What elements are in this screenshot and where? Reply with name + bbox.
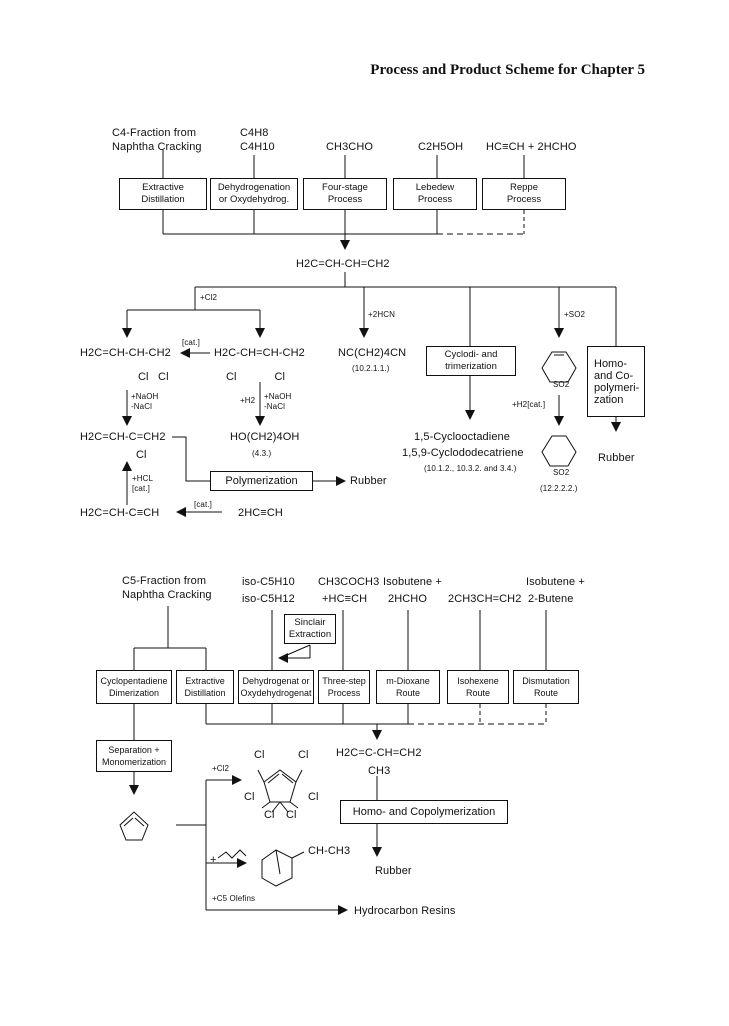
box-dehydrogenation: Dehydrogenation or Oxydehydrog. bbox=[210, 178, 298, 210]
sulfolane-ref: (12.2.2.2.) bbox=[540, 484, 578, 493]
dichloro-14: H2C-CH=CH-CH2 bbox=[214, 347, 305, 359]
adiponitrile-ref: (10.2.1.1.) bbox=[352, 364, 390, 373]
box-cyclodi-trimerization: Cyclodi- and trimerization bbox=[426, 346, 516, 376]
box-extractive-distillation: Extractive Distillation bbox=[119, 178, 207, 210]
chloroprene-cl: Cl bbox=[136, 449, 147, 461]
rubber-chloroprene: Rubber bbox=[350, 475, 387, 487]
hexachloro-cl-4: Cl bbox=[308, 791, 319, 803]
source-c4h10: C4H10 bbox=[240, 141, 275, 153]
reagent-h2: +H2 bbox=[240, 396, 256, 405]
box-dismutation: Dismutation Route bbox=[513, 670, 579, 704]
reagent-cl2-c5: +Cl2 bbox=[212, 764, 230, 773]
rubber-homo: Rubber bbox=[598, 452, 635, 464]
source-acetylene: +HC≡CH bbox=[322, 593, 368, 605]
butanediol-ref: (4.3.) bbox=[252, 449, 272, 458]
hydrocarbon-resins: Hydrocarbon Resins bbox=[354, 905, 456, 917]
rubber-isoprene: Rubber bbox=[375, 865, 412, 877]
sulfolane-so2: SO2 bbox=[553, 468, 570, 477]
sulfolene-so2: SO2 bbox=[553, 380, 570, 389]
reagent-cat-2: [cat.] bbox=[194, 500, 212, 509]
butanediol: HO(CH2)4OH bbox=[230, 431, 300, 443]
adiponitrile: NC(CH2)4CN bbox=[338, 347, 407, 359]
reagent-h2-cat: +H2[cat.] bbox=[512, 400, 546, 409]
source-2-butene: 2-Butene bbox=[528, 593, 574, 605]
isoprene-formula: H2C=C-CH=CH2 bbox=[336, 747, 422, 759]
source-propene: 2CH3CH=CH2 bbox=[448, 593, 522, 605]
box-four-stage: Four-stage Process bbox=[303, 178, 387, 210]
ethylidene-group: CH-CH3 bbox=[308, 845, 351, 857]
hexachloro-cl-5: Cl bbox=[264, 809, 275, 821]
source-iso-c5h12: iso-C5H12 bbox=[242, 593, 295, 605]
box-dehydrogenation-c5: Dehydrogenat or Oxydehydrogenat bbox=[238, 670, 314, 704]
reagent-butadiene-plus: + bbox=[210, 854, 217, 866]
box-homo-copolymerization-c5: Homo- and Copolymerization bbox=[340, 800, 508, 824]
source-isobutene-1: Isobutene + bbox=[383, 576, 442, 588]
dichloro-34-cl: Cl Cl bbox=[138, 371, 169, 383]
source-c5-fraction: C5-Fraction from Naphtha Cracking bbox=[122, 575, 212, 601]
source-c2h5oh: C2H5OH bbox=[418, 141, 464, 153]
dichloro-14-cl: Cl Cl bbox=[226, 371, 286, 383]
dichloro-34: H2C=CH-CH-CH2 bbox=[80, 347, 171, 359]
source-hcho: 2HCHO bbox=[388, 593, 428, 605]
reagent-cl2: +Cl2 bbox=[200, 293, 218, 302]
source-isobutene-2: Isobutene + bbox=[526, 576, 585, 588]
chloroprene: H2C=CH-C=CH2 bbox=[80, 431, 166, 443]
reagent-c5-olefins: +C5 Olefins bbox=[212, 894, 256, 903]
box-separation-monomerization: Separation + Monomerization bbox=[96, 740, 172, 772]
source-iso-c5h10: iso-C5H10 bbox=[242, 576, 295, 588]
reagent-naoh-left: +NaOH -NaCl bbox=[131, 392, 159, 411]
vinylacetylene: H2C=CH-C≡CH bbox=[80, 507, 160, 519]
hexachloro-cl-1: Cl bbox=[254, 749, 265, 761]
cyclododecatriene: 1,5,9-Cyclododecatriene bbox=[402, 447, 524, 459]
source-acetone: CH3COCH3 bbox=[318, 576, 380, 588]
box-polymerization: Polymerization bbox=[210, 471, 313, 491]
reagent-hcl-cat: +HCL [cat.] bbox=[132, 474, 154, 493]
reagent-naoh-right: +NaOH -NaCl bbox=[264, 392, 292, 411]
butadiene-formula: H2C=CH-CH=CH2 bbox=[296, 258, 390, 270]
source-c4-fraction: C4-Fraction from Naphtha Cracking bbox=[112, 127, 202, 153]
hexachloro-cl-3: Cl bbox=[244, 791, 255, 803]
box-reppe: Reppe Process bbox=[482, 178, 566, 210]
cyclooctadiene: 1,5-Cyclooctadiene bbox=[414, 431, 510, 443]
source-c4h8: C4H8 bbox=[240, 127, 269, 139]
reagent-cat: [cat.] bbox=[182, 338, 200, 347]
hexachloro-cl-6: Cl bbox=[286, 809, 297, 821]
source-ch3cho: CH3CHO bbox=[326, 141, 374, 153]
box-sinclair-extraction: Sinclair Extraction bbox=[284, 614, 336, 644]
isoprene-ch3: CH3 bbox=[368, 765, 391, 777]
box-cpd-dimerization: Cyclopentadiene Dimerization bbox=[96, 670, 172, 704]
box-isohexene: Isohexene Route bbox=[447, 670, 509, 704]
page-title: Process and Product Scheme for Chapter 5 bbox=[370, 62, 645, 78]
box-extractive-distillation-c5: Extractive Distillation bbox=[176, 670, 234, 704]
box-three-step: Three-step Process bbox=[318, 670, 370, 704]
hexachloro-cl-2: Cl bbox=[298, 749, 309, 761]
box-lebedew: Lebedew Process bbox=[393, 178, 477, 210]
source-acetylene-hcho: HC≡CH + 2HCHO bbox=[486, 141, 577, 153]
reagent-so2: +SO2 bbox=[564, 310, 586, 319]
cod-ref: (10.1.2., 10.3.2. and 3.4.) bbox=[424, 464, 517, 473]
box-m-dioxane: m-Dioxane Route bbox=[376, 670, 440, 704]
reagent-hcn: +2HCN bbox=[368, 310, 395, 319]
acetylene-2: 2HC≡CH bbox=[238, 507, 283, 519]
box-homo-copolymerization: Homo- and Co- polymeri- zation bbox=[587, 346, 645, 417]
